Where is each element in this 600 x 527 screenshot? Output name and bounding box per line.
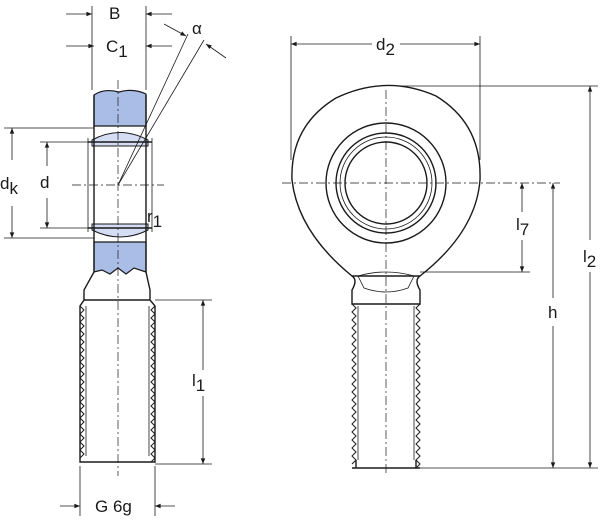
front-thread-left [351,303,357,465]
label-alpha: α [192,19,202,38]
label-l2: l2 [583,247,596,271]
label-B: B [109,4,120,23]
label-l7: l7 [516,215,529,239]
label-thread: G 6g [95,497,132,516]
front-view: d2 l2 h l7 [282,35,598,476]
eye-outline [291,84,481,277]
housing-outline [79,95,156,463]
thread-left [79,305,85,459]
inner-ball-bottom [91,223,149,238]
label-d2: d2 [376,35,395,59]
label-dk: dk [0,174,18,198]
outer-ring-top [93,89,147,127]
side-view: B C1 α dk d r1 l1 G 6g [0,4,227,516]
label-d: d [40,173,49,192]
label-r1: r1 [147,207,162,231]
label-l1: l1 [192,371,205,395]
label-C1: C1 [106,37,128,61]
label-h: h [548,303,557,322]
thread-right [150,305,156,463]
front-thread-right [415,303,421,469]
outer-ring-bottom [93,241,147,275]
